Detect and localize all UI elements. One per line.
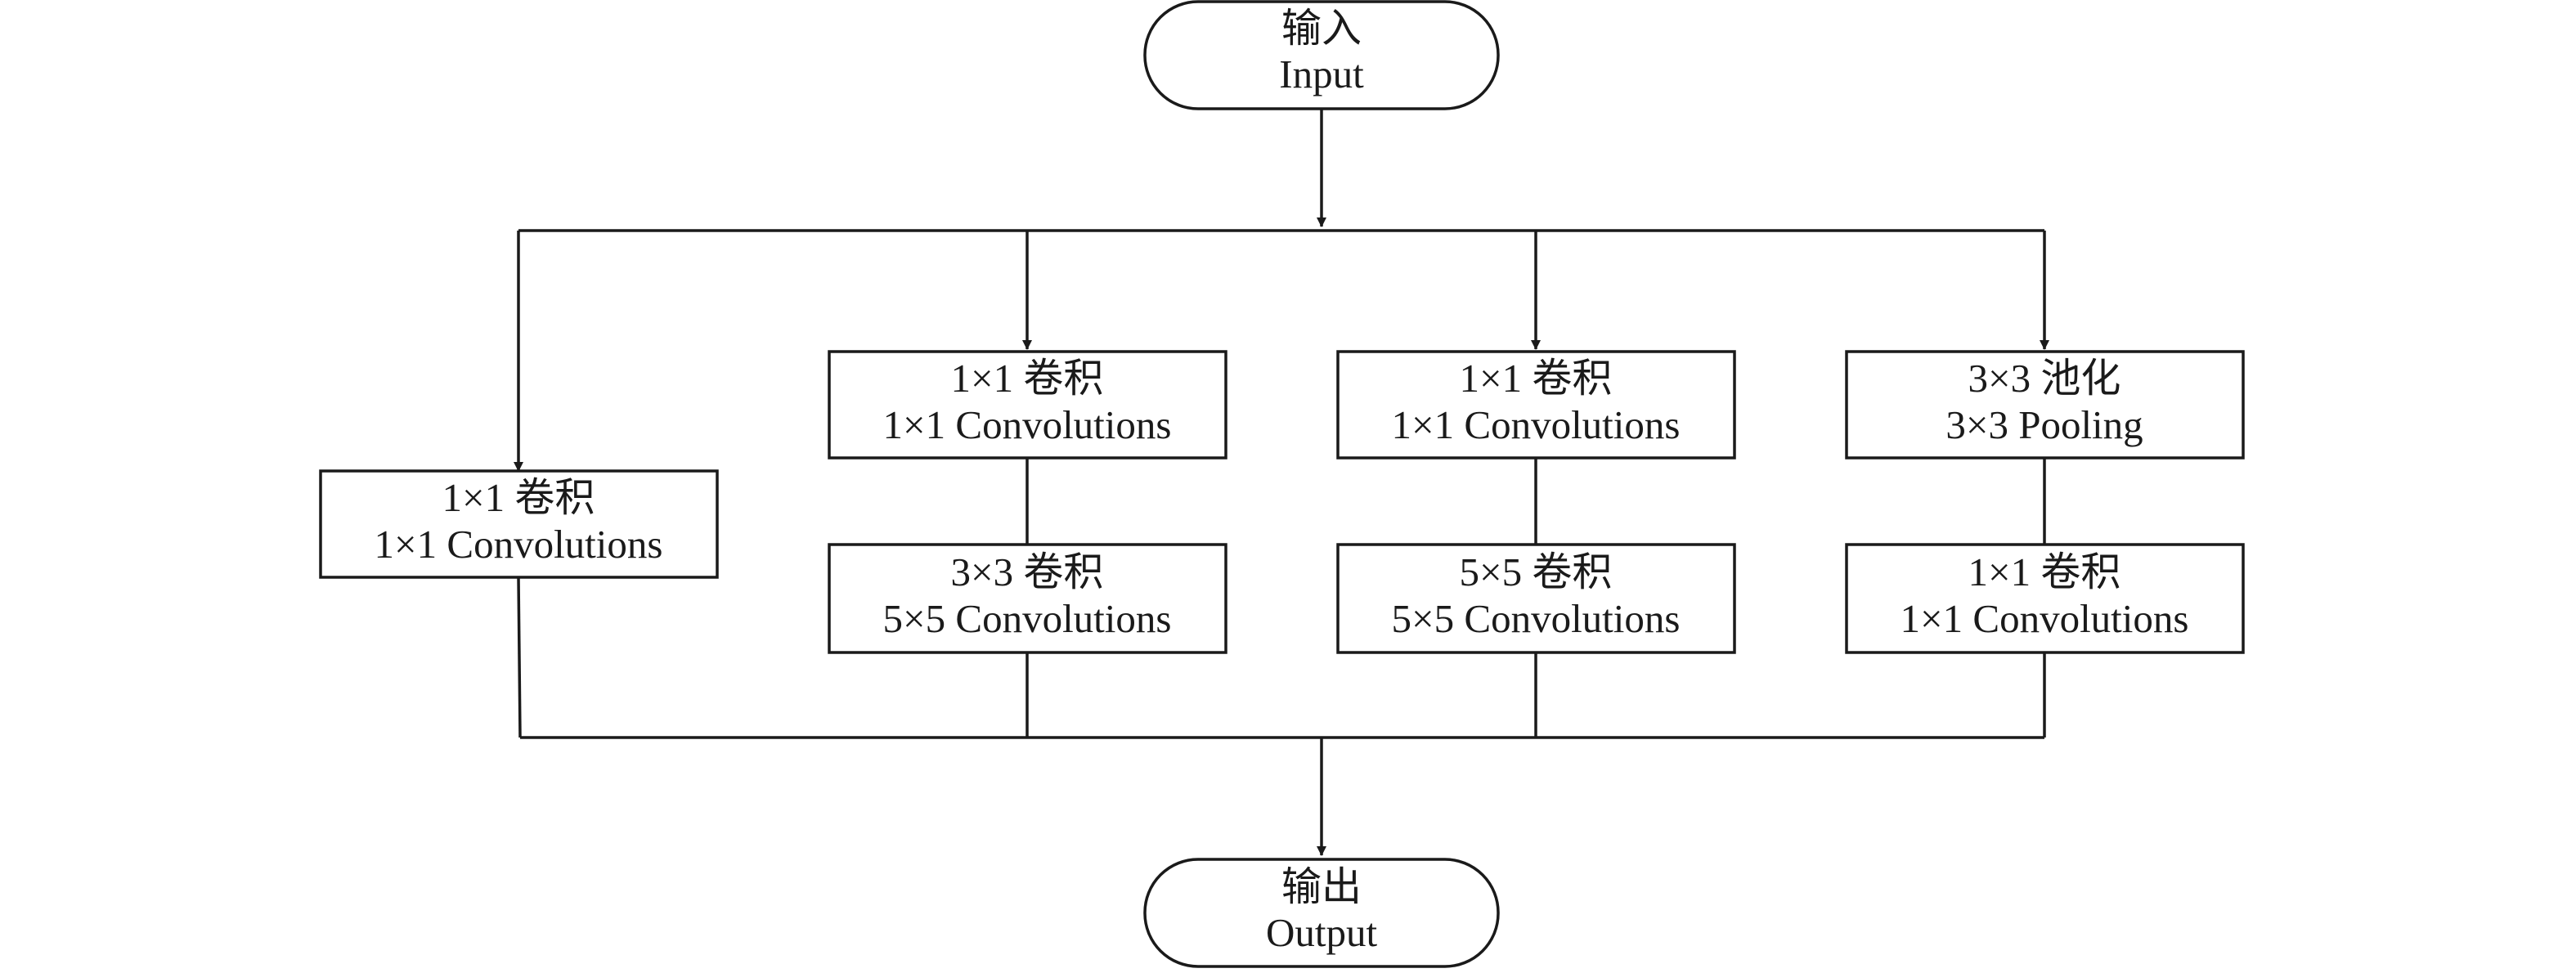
- branch-1-layer-1-en: 1×1 Convolutions: [375, 522, 663, 567]
- branch-3-layer-2-box: 5×5 卷积 5×5 Convolutions: [1336, 543, 1736, 654]
- branch-2-layer-2-box: 3×3 卷积 5×5 Convolutions: [828, 543, 1227, 654]
- branch-1-layer-1-box: 1×1 卷积 1×1 Convolutions: [319, 469, 719, 579]
- branch-2-layer-2-cn: 3×3 卷积: [951, 549, 1104, 594]
- output-node: 输出 Output: [1143, 858, 1500, 968]
- branch-4-layer-1-cn: 3×3 池化: [1968, 356, 2121, 401]
- branch-2-layer-2-en: 5×5 Convolutions: [883, 596, 1172, 641]
- output-label-en: Output: [1266, 910, 1378, 955]
- branch-2-layer-1-box: 1×1 卷积 1×1 Convolutions: [828, 350, 1227, 460]
- output-label-cn: 输出: [1281, 864, 1362, 909]
- branch-4-layer-2-cn: 1×1 卷积: [1968, 549, 2121, 594]
- branch-4-layer-1-box: 3×3 池化 3×3 Pooling: [1845, 350, 2245, 460]
- input-label-cn: 输入: [1281, 6, 1362, 51]
- input-label-en: Input: [1279, 52, 1364, 96]
- branch-3-layer-1-box: 1×1 卷积 1×1 Convolutions: [1336, 350, 1736, 460]
- branch-1-layer-1-cn: 1×1 卷积: [442, 475, 595, 520]
- branch-2-layer-1-en: 1×1 Convolutions: [883, 402, 1172, 447]
- branch-3-layer-2-en: 5×5 Convolutions: [1392, 596, 1681, 641]
- connectors: [514, 109, 2049, 856]
- input-node: 输入 Input: [1143, 0, 1500, 110]
- branch-3-layer-1-en: 1×1 Convolutions: [1392, 402, 1681, 447]
- branch-2-layer-1-cn: 1×1 卷积: [951, 356, 1104, 401]
- branch-4-layer-2-box: 1×1 卷积 1×1 Convolutions: [1845, 543, 2245, 654]
- branch-1-merge-link: [517, 576, 522, 738]
- branch-4-layer-2-en: 1×1 Convolutions: [1901, 596, 2189, 641]
- branch-3-layer-2-cn: 5×5 卷积: [1460, 549, 1613, 594]
- branch-4-layer-1-en: 3×3 Pooling: [1945, 402, 2143, 447]
- branch-3-layer-1-cn: 1×1 卷积: [1460, 356, 1613, 401]
